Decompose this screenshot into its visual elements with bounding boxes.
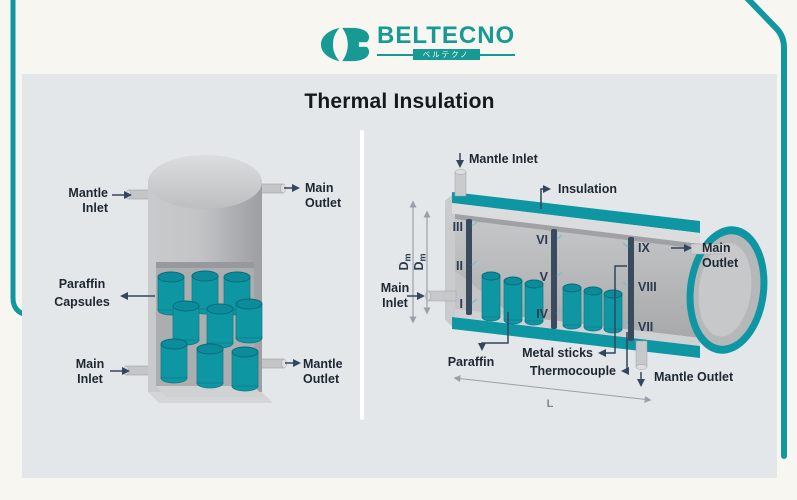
mantle-outlet-label-line2: Outlet bbox=[303, 372, 340, 386]
measurement-point-numerals: III II I VI V IV IX VIII VII bbox=[453, 220, 657, 334]
page-title: Thermal Insulation bbox=[304, 90, 495, 113]
numeral-vi: VI bbox=[536, 233, 548, 247]
numeral-iii: III bbox=[453, 220, 463, 234]
numeral-ii: II bbox=[456, 259, 463, 273]
main-inlet-label-line2: Inlet bbox=[77, 372, 104, 386]
mantle-inlet-label-line2: Inlet bbox=[82, 201, 109, 215]
paraffin-group bbox=[481, 271, 623, 334]
mantle-inlet-label-line1: Mantle bbox=[68, 186, 108, 200]
thermocouple-label: Thermocouple bbox=[530, 364, 616, 378]
length-dimension-line bbox=[453, 375, 652, 403]
brand-banner: ベルテクノ bbox=[377, 49, 516, 60]
mantle-outlet-label-line1: Mantle bbox=[303, 357, 343, 371]
mantle-inlet-label: Mantle Inlet bbox=[469, 152, 539, 166]
insulation-arrow bbox=[540, 185, 551, 209]
metal-sticks-label: Metal sticks bbox=[522, 346, 593, 360]
banner-line-left bbox=[377, 53, 413, 56]
paraffin-capsules-label-line1: Paraffin bbox=[59, 277, 106, 291]
metal-sticks-arrow bbox=[598, 265, 627, 357]
logo-b-icon bbox=[320, 27, 370, 62]
vertical-divider bbox=[360, 130, 364, 420]
main-outlet-label-line2: Outlet bbox=[305, 196, 342, 210]
numeral-viii: VIII bbox=[638, 280, 657, 294]
numeral-iv: IV bbox=[536, 307, 548, 321]
main-outlet-label-line2: Outlet bbox=[702, 256, 739, 270]
banner-line-right bbox=[479, 53, 516, 56]
numeral-vii: VII bbox=[638, 320, 653, 334]
paraffin-capsules-group bbox=[157, 270, 263, 392]
horizontal-tank-pipes bbox=[425, 169, 726, 370]
thermocouple-ticks bbox=[471, 221, 629, 327]
content-panel: Thermal Insulation bbox=[22, 74, 777, 478]
thermocouple-arrow bbox=[621, 332, 629, 375]
horizontal-tank-diagram: III II I VI V IV IX VIII VII Dm Dm L bbox=[381, 152, 768, 410]
numeral-i: I bbox=[460, 297, 463, 311]
main-inlet-label-line1: Main bbox=[76, 357, 104, 371]
left-diagram-labels: Mantle Inlet Main Outlet Paraffin Capsul… bbox=[54, 181, 342, 386]
mantle-outlet-label: Mantle Outlet bbox=[654, 370, 734, 384]
numeral-ix: IX bbox=[638, 241, 650, 255]
insulation-label: Insulation bbox=[558, 182, 617, 196]
paraffin-arrow bbox=[478, 312, 509, 351]
main-outlet-label-line1: Main bbox=[305, 181, 333, 195]
length-label: L bbox=[547, 398, 554, 410]
outer-diameter-label: Dm bbox=[397, 253, 413, 270]
main-inlet-label-line1: Main bbox=[381, 281, 409, 295]
numeral-v: V bbox=[540, 270, 549, 284]
logo: BELTECNO ベルテクノ bbox=[320, 22, 516, 63]
main-outlet-label-line1: Main bbox=[702, 241, 730, 255]
inner-diameter-label: Dm bbox=[412, 253, 428, 270]
main-inlet-label-line2: Inlet bbox=[382, 296, 409, 310]
paraffin-label: Paraffin bbox=[448, 355, 495, 369]
right-diagram-labels: Mantle Inlet Insulation Main Inlet Main … bbox=[381, 152, 739, 387]
brand-name-japanese: ベルテクノ bbox=[412, 49, 480, 60]
insulation-top-layer bbox=[452, 192, 700, 233]
vertical-tank-diagram: Mantle Inlet Main Outlet Paraffin Capsul… bbox=[54, 155, 343, 403]
paraffin-capsules-label-line2: Capsules bbox=[54, 295, 110, 309]
tank-end-cap bbox=[686, 226, 768, 354]
metal-sticks-group bbox=[466, 219, 634, 341]
brand-name: BELTECNO bbox=[377, 22, 516, 49]
dimension-lines: Dm Dm L bbox=[397, 200, 652, 410]
